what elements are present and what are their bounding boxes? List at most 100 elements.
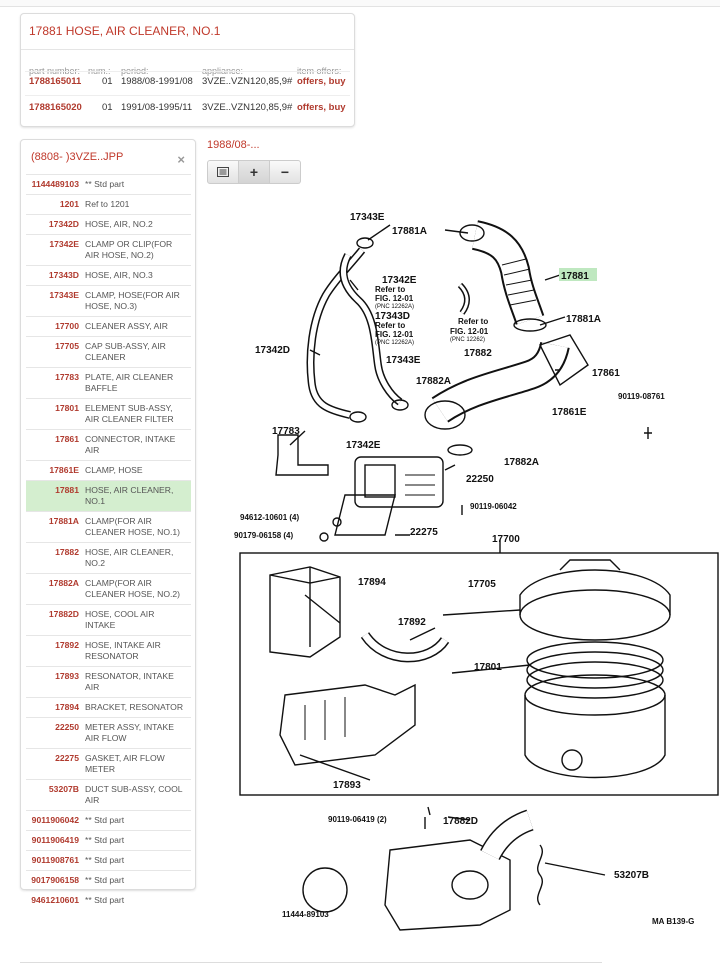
part-code[interactable]: 17705 xyxy=(55,341,79,351)
callout-17343D[interactable]: 17343D xyxy=(375,311,410,322)
callout-22275[interactable]: 22275 xyxy=(410,527,438,538)
callout-90119-06042[interactable]: 90119-06042 xyxy=(470,502,517,511)
part-code[interactable]: 17881 xyxy=(55,485,79,495)
callout-90179-06158[interactable]: 90179-06158 (4) xyxy=(234,531,293,540)
parts-list-item[interactable]: 9011908761** Std part xyxy=(26,850,191,870)
close-icon[interactable]: × xyxy=(177,152,185,167)
part-code[interactable]: 22275 xyxy=(55,753,79,763)
callout-17705[interactable]: 17705 xyxy=(468,579,496,590)
part-code[interactable]: 17343E xyxy=(49,290,79,300)
offers-buy-link[interactable]: offers, buy xyxy=(297,102,346,113)
parts-diagram[interactable]: 17343E 17881A 17881 17342E Refer to FIG.… xyxy=(200,195,720,940)
part-code[interactable]: 9461210601 xyxy=(31,895,79,905)
part-code[interactable]: 17861E xyxy=(49,465,79,475)
callout-17342D[interactable]: 17342D xyxy=(255,345,290,356)
part-code[interactable]: 17801 xyxy=(55,403,79,413)
part-code[interactable]: 9011908761 xyxy=(31,855,79,865)
callout-17893[interactable]: 17893 xyxy=(333,780,361,791)
part-code[interactable]: 9011906042 xyxy=(31,815,79,825)
callout-17892[interactable]: 17892 xyxy=(398,617,426,628)
part-code[interactable]: 17892 xyxy=(55,640,79,650)
part-code[interactable]: 53207B xyxy=(48,784,79,794)
part-code[interactable]: 17894 xyxy=(55,702,79,712)
callout-17861[interactable]: 17861 xyxy=(592,368,620,379)
ref-text[interactable]: FIG. 12-01 xyxy=(375,294,414,303)
parts-list-item[interactable]: 9011906419** Std part xyxy=(26,830,191,850)
part-code[interactable]: 17882D xyxy=(48,609,79,619)
part-code[interactable]: 22250 xyxy=(55,722,79,732)
part-code[interactable]: 9017906158 xyxy=(31,875,79,885)
callout-17342E[interactable]: 17342E xyxy=(382,275,417,286)
callout-94612-10601[interactable]: 94612-10601 (4) xyxy=(240,513,299,522)
part-code[interactable]: 17342D xyxy=(48,219,79,229)
part-number-link[interactable]: 1788165020 xyxy=(29,102,82,113)
part-code[interactable]: 1144489103 xyxy=(31,179,79,189)
ref-text[interactable]: FIG. 12-01 xyxy=(375,330,414,339)
callout-17881A[interactable]: 17881A xyxy=(392,226,427,237)
callout-17342E[interactable]: 17342E xyxy=(346,440,381,451)
parts-list-item[interactable]: 1144489103** Std part xyxy=(26,174,191,194)
part-name: ** Std part xyxy=(85,895,125,905)
part-code[interactable]: 17893 xyxy=(55,671,79,681)
callout-17882D[interactable]: 17882D xyxy=(443,816,478,827)
ref-text[interactable]: FIG. 12-01 xyxy=(450,327,489,336)
zoom-out-button[interactable]: − xyxy=(270,160,301,184)
callout-17894[interactable]: 17894 xyxy=(358,577,386,588)
callout-11444-89103[interactable]: 11444-89103 xyxy=(282,910,329,919)
callout-17783[interactable]: 17783 xyxy=(272,426,300,437)
callout-17882A[interactable]: 17882A xyxy=(416,376,451,387)
part-code[interactable]: 9011906419 xyxy=(31,835,79,845)
callout-90119-08761[interactable]: 90119-08761 xyxy=(618,392,665,401)
parts-list-item[interactable]: 9461210601 ** Std part xyxy=(26,890,191,910)
part-code[interactable]: 17861 xyxy=(55,434,79,444)
callout-17343E[interactable]: 17343E xyxy=(350,212,385,223)
offers-buy-link[interactable]: offers, buy xyxy=(297,76,346,87)
part-code[interactable]: 17882A xyxy=(48,578,79,588)
callout-53207B[interactable]: 53207B xyxy=(614,870,649,881)
part-code[interactable]: 1201 xyxy=(59,199,79,209)
callout-17882[interactable]: 17882 xyxy=(464,348,492,359)
parts-list-item[interactable]: 9011906042** Std part xyxy=(26,810,191,830)
parts-list-item[interactable]: 9017906158** Std part xyxy=(26,870,191,890)
callout-17801[interactable]: 17801 xyxy=(474,662,502,673)
callout-17343E[interactable]: 17343E xyxy=(386,355,421,366)
callout-22250[interactable]: 22250 xyxy=(466,474,494,485)
part-code[interactable]: 17881A xyxy=(48,516,79,526)
callout-17861E[interactable]: 17861E xyxy=(552,407,587,418)
callout-17700[interactable]: 17700 xyxy=(492,534,520,545)
part-code[interactable]: 17882 xyxy=(55,547,79,557)
callout-17882A[interactable]: 17882A xyxy=(504,457,539,468)
callout-90119-06419[interactable]: 90119-06419 (2) xyxy=(328,815,387,824)
callout-17881[interactable]: 17881 xyxy=(561,271,589,282)
list-view-button[interactable] xyxy=(207,160,239,184)
part-code[interactable]: 17783 xyxy=(55,372,79,382)
zoom-in-button[interactable]: + xyxy=(239,160,270,184)
part-code[interactable]: 17342E xyxy=(49,239,79,249)
part-code[interactable]: 17700 xyxy=(55,321,79,331)
part-code[interactable]: 17343D xyxy=(48,270,79,280)
part-number-link[interactable]: 1788165011 xyxy=(29,76,82,87)
callout-17881A[interactable]: 17881A xyxy=(566,314,601,325)
